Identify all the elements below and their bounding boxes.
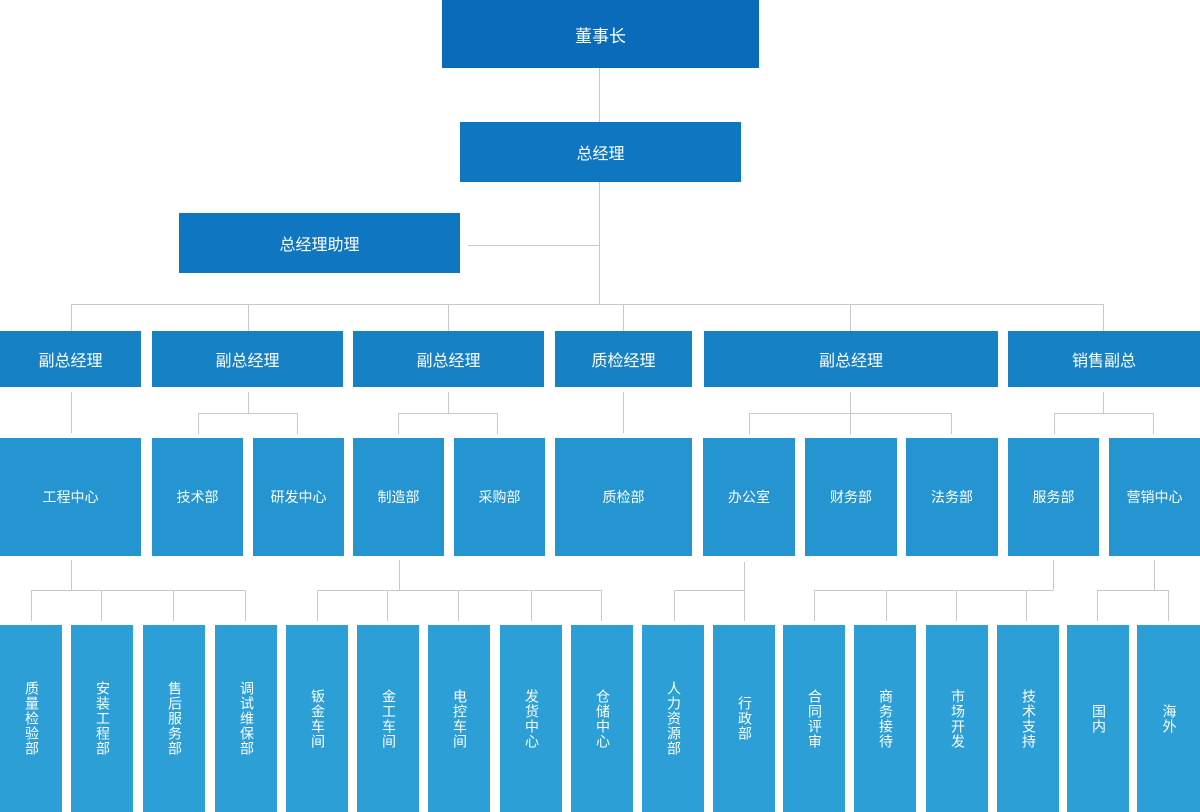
vp-box: 副总经理 [0,331,141,387]
dept-label: 服务部 [1032,490,1075,506]
unit-box: 国内 [1067,625,1129,812]
vp-box: 副总经理 [704,331,998,387]
dept-label: 财务部 [830,490,872,506]
unit-box: 安装工程部 [71,625,133,812]
dept-box: 营销中心 [1109,438,1200,556]
unit-box: 市场开发 [926,625,988,812]
chairman-label: 董事长 [575,26,626,47]
dept-box: 采购部 [454,438,545,556]
unit-box: 售后服务部 [143,625,205,812]
unit-box: 质量检验部 [0,625,62,812]
unit-box: 海外 [1137,625,1200,812]
dept-box: 质检部 [555,438,692,556]
unit-label: 电控车间 [451,688,468,749]
dept-box: 法务部 [906,438,998,556]
chairman-box: 董事长 [442,0,759,68]
dept-box: 办公室 [703,438,795,556]
unit-label: 国内 [1090,703,1107,734]
dept-box: 研发中心 [253,438,344,556]
unit-box: 人力资源部 [642,625,704,812]
unit-label: 商务接待 [877,688,894,749]
unit-box: 行政部 [713,625,775,812]
unit-box: 商务接待 [854,625,916,812]
vp-label: 副总经理 [416,351,481,370]
unit-box: 电控车间 [428,625,490,812]
unit-label: 合同评审 [806,688,823,749]
dept-label: 营销中心 [1126,490,1183,506]
assistant-gm-label: 总经理助理 [279,235,360,254]
unit-box: 技术支持 [997,625,1059,812]
vp-box: 副总经理 [353,331,544,387]
dept-box: 技术部 [152,438,243,556]
unit-box: 金工车间 [357,625,419,812]
unit-label: 发货中心 [523,688,540,749]
dept-box: 服务部 [1008,438,1099,556]
unit-label: 市场开发 [949,688,966,749]
unit-label: 质量检验部 [23,681,40,756]
vp-label: 副总经理 [38,351,103,370]
dept-box: 财务部 [805,438,897,556]
assistant-gm-box: 总经理助理 [179,213,460,273]
dept-label: 采购部 [478,490,521,506]
vp-label: 副总经理 [818,351,883,370]
dept-label: 办公室 [728,490,770,506]
unit-box: 发货中心 [500,625,562,812]
dept-label: 质检部 [602,490,645,506]
unit-label: 售后服务部 [166,681,183,756]
general-manager-box: 总经理 [460,122,741,182]
unit-label: 安装工程部 [94,681,111,756]
unit-box: 仓储中心 [571,625,633,812]
unit-label: 技术支持 [1020,688,1037,749]
general-manager-label: 总经理 [576,144,625,163]
dept-label: 制造部 [377,490,420,506]
dept-label: 研发中心 [270,490,327,506]
dept-label: 法务部 [931,490,973,506]
qc-manager-box: 质检经理 [555,331,692,387]
vp-label: 副总经理 [215,351,280,370]
sales-vp-label: 销售副总 [1071,351,1136,370]
unit-box: 调试维保部 [215,625,277,812]
sales-vp-box: 销售副总 [1008,331,1200,387]
unit-label: 人力资源部 [665,681,682,756]
dept-label: 工程中心 [42,490,99,506]
unit-box: 合同评审 [783,625,845,812]
qc-manager-label: 质检经理 [591,351,656,370]
unit-label: 海外 [1160,703,1177,734]
unit-label: 金工车间 [380,688,397,749]
vp-box: 副总经理 [152,331,343,387]
unit-box: 钣金车间 [286,625,348,812]
unit-label: 行政部 [736,696,753,741]
dept-box: 制造部 [353,438,444,556]
unit-label: 调试维保部 [238,681,255,756]
unit-label: 仓储中心 [594,688,611,749]
unit-label: 钣金车间 [309,688,326,749]
dept-label: 技术部 [176,490,219,506]
dept-box: 工程中心 [0,438,141,556]
